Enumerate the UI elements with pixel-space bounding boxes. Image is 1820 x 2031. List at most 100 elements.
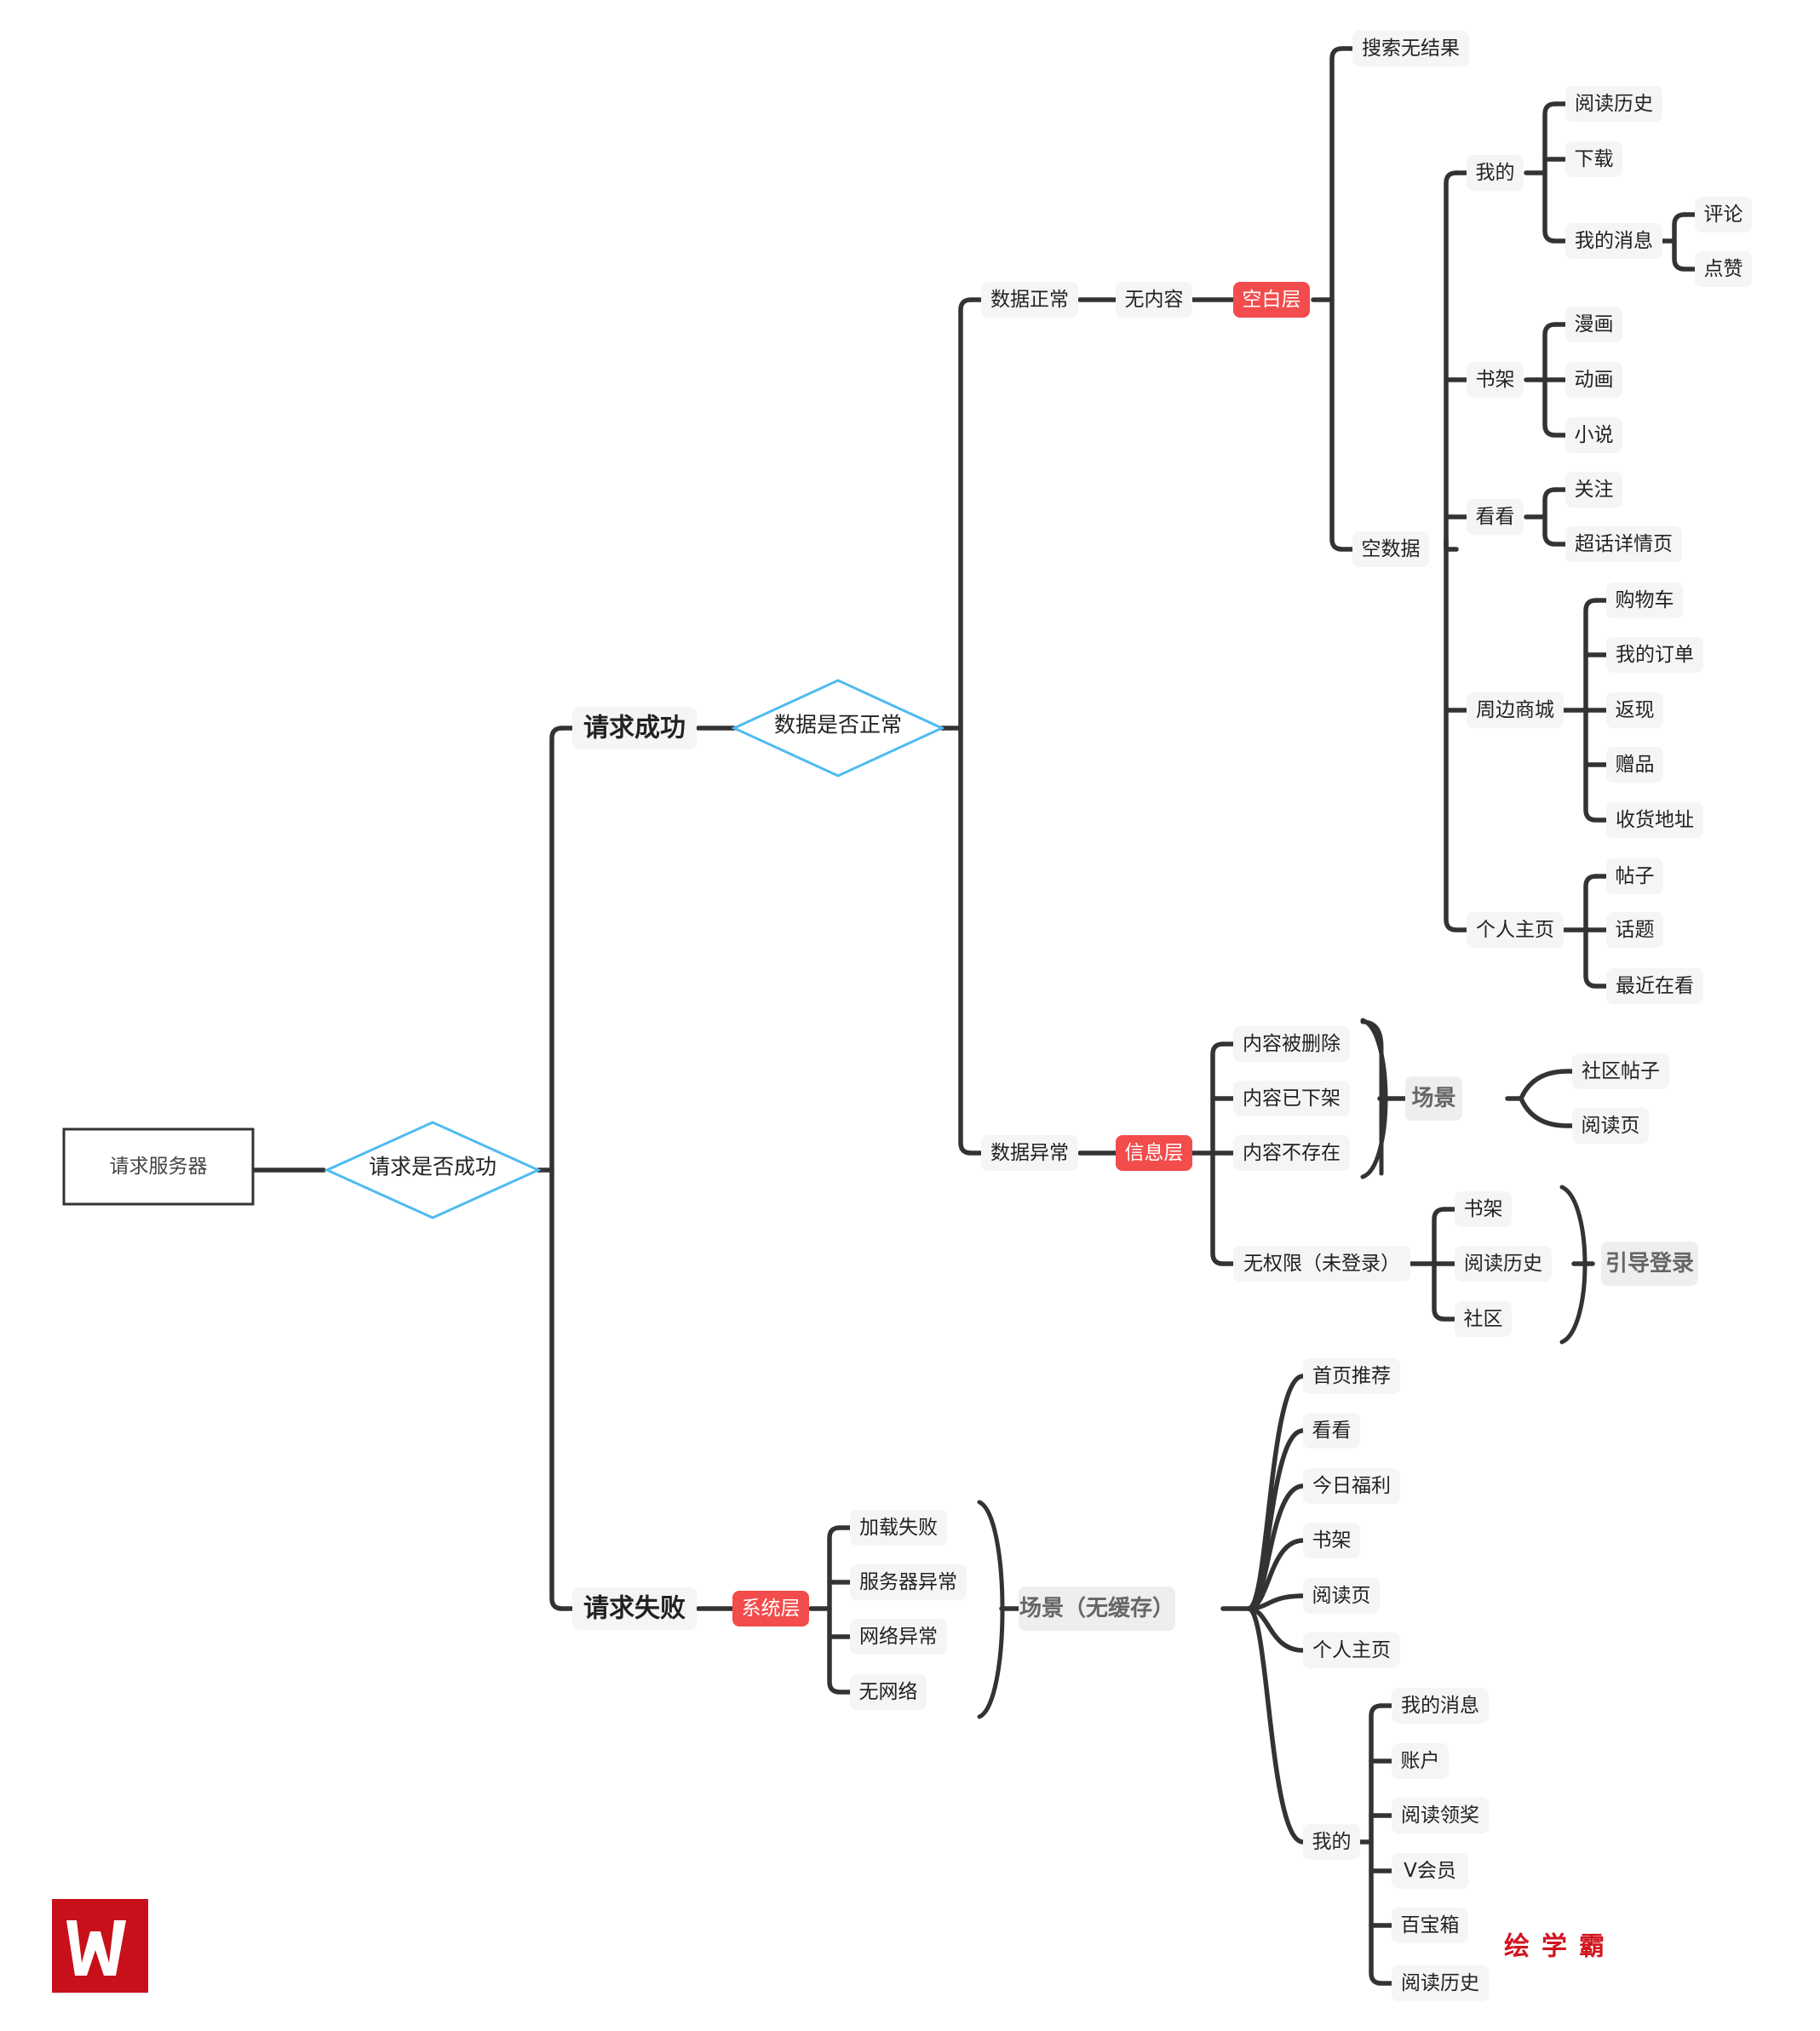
node-system-layer[interactable]: 系统层 — [732, 1591, 809, 1627]
branch-request-success-label: 请求成功 — [583, 714, 686, 743]
node-mall[interactable]: 周边商城 — [1467, 692, 1564, 728]
node-fail-mine-item[interactable]: V会员 — [1392, 1853, 1468, 1889]
node-permission-item[interactable]: 社区 — [1455, 1301, 1512, 1337]
node-message-child[interactable]: 评论 — [1695, 197, 1752, 232]
node-mall-item-label: 购物车 — [1616, 589, 1674, 611]
node-fail-scene-item-label: 我的 — [1312, 1831, 1352, 1853]
node-fail-scene-item[interactable]: 看看 — [1303, 1413, 1360, 1449]
node-look-item-label: 关注 — [1575, 479, 1614, 501]
node-profile-item-label: 话题 — [1616, 919, 1655, 941]
node-mine-item-label: 我的消息 — [1575, 230, 1653, 252]
root-label: 请求服务器 — [110, 1156, 208, 1178]
node-shelf-item[interactable]: 漫画 — [1565, 307, 1622, 342]
node-shelf-item[interactable]: 小说 — [1565, 417, 1622, 453]
node-fail-scene-item[interactable]: 今日福利 — [1303, 1468, 1400, 1504]
node-profile-item-label: 帖子 — [1616, 865, 1655, 887]
node-look[interactable]: 看看 — [1467, 499, 1524, 535]
node-fail-scene-item-label: 今日福利 — [1312, 1475, 1391, 1497]
node-fail-mine-item[interactable]: 我的消息 — [1392, 1688, 1489, 1724]
edge-data-trunk — [958, 297, 984, 1156]
node-look-item[interactable]: 关注 — [1565, 472, 1622, 508]
node-search-no-result[interactable]: 搜索无结果 — [1352, 31, 1469, 66]
branch-request-success[interactable]: 请求成功 — [572, 707, 697, 749]
node-mall-item[interactable]: 收货地址 — [1606, 802, 1703, 838]
node-mall-item[interactable]: 返现 — [1606, 692, 1663, 728]
node-abnormal-item-label: 内容被删除 — [1243, 1033, 1341, 1055]
node-abnormal-item[interactable]: 内容不存在 — [1233, 1135, 1350, 1171]
node-fail-mine-item-label: 我的消息 — [1401, 1695, 1479, 1717]
node-fail-scene-item[interactable]: 我的 — [1303, 1824, 1360, 1860]
node-abnormal-item[interactable]: 内容已下架 — [1233, 1081, 1350, 1116]
node-fail-item[interactable]: 服务器异常 — [850, 1564, 967, 1600]
node-info-layer[interactable]: 信息层 — [1116, 1135, 1192, 1171]
node-fail-scene-item[interactable]: 书架 — [1303, 1523, 1360, 1558]
node-no-permission-label: 无权限（未登录） — [1243, 1253, 1400, 1275]
node-fail-mine-item[interactable]: 百宝箱 — [1392, 1908, 1468, 1943]
node-abnormal-item[interactable]: 内容被删除 — [1233, 1026, 1350, 1062]
node-mine-item-label: 下载 — [1575, 148, 1614, 170]
node-blank-layer-label: 空白层 — [1243, 289, 1301, 311]
node-mine-item[interactable]: 阅读历史 — [1565, 86, 1662, 122]
node-mine-item[interactable]: 我的消息 — [1565, 223, 1662, 259]
node-mall-item[interactable]: 赠品 — [1606, 747, 1663, 783]
node-shelf-label: 书架 — [1476, 369, 1515, 391]
summary-brackets — [977, 1018, 1587, 1719]
node-scene-no-cache-label: 场景（无缓存） — [1019, 1595, 1174, 1621]
node-shelf-item-label: 动画 — [1575, 369, 1614, 391]
edge-blank-trunk — [1329, 46, 1355, 552]
node-abnormal-item-label: 内容不存在 — [1243, 1142, 1341, 1164]
node-blank-layer[interactable]: 空白层 — [1233, 282, 1310, 318]
node-data-abnormal[interactable]: 数据异常 — [981, 1135, 1078, 1171]
node-fail-scene-item-label: 个人主页 — [1312, 1639, 1391, 1661]
root-node[interactable]: 请求服务器 — [62, 1127, 255, 1206]
node-scene-item-label: 阅读页 — [1582, 1115, 1640, 1137]
node-empty-data[interactable]: 空数据 — [1352, 531, 1429, 567]
node-mall-item[interactable]: 购物车 — [1606, 582, 1683, 618]
node-fail-mine-item[interactable]: 阅读领奖 — [1392, 1798, 1489, 1833]
node-scene-item-label: 社区帖子 — [1582, 1060, 1660, 1082]
node-scene[interactable]: 场景 — [1405, 1076, 1462, 1121]
node-scene-no-cache[interactable]: 场景（无缓存） — [1019, 1586, 1175, 1631]
node-shelf-item[interactable]: 动画 — [1565, 362, 1622, 398]
node-fail-item[interactable]: 无网络 — [850, 1674, 927, 1710]
node-fail-scene-item[interactable]: 个人主页 — [1303, 1632, 1400, 1668]
node-shelf-item-label: 小说 — [1575, 424, 1614, 446]
node-no-content[interactable]: 无内容 — [1116, 282, 1192, 318]
node-shelf[interactable]: 书架 — [1467, 362, 1524, 398]
node-message-child[interactable]: 点赞 — [1695, 251, 1752, 287]
node-fail-scene-item[interactable]: 阅读页 — [1303, 1578, 1380, 1614]
node-profile-item[interactable]: 话题 — [1606, 912, 1663, 948]
node-fail-scene-item[interactable]: 首页推荐 — [1303, 1358, 1400, 1394]
node-scene-item[interactable]: 阅读页 — [1572, 1108, 1649, 1144]
node-fail-item-label: 服务器异常 — [859, 1571, 957, 1593]
node-mall-item-label: 我的订单 — [1616, 644, 1694, 666]
node-profile[interactable]: 个人主页 — [1467, 912, 1564, 948]
node-mall-item[interactable]: 我的订单 — [1606, 637, 1703, 673]
node-guide-login[interactable]: 引导登录 — [1601, 1242, 1698, 1286]
node-scene-label: 场景 — [1411, 1086, 1455, 1111]
node-look-item-label: 超话详情页 — [1575, 533, 1673, 555]
node-fail-mine-item[interactable]: 账户 — [1392, 1743, 1449, 1779]
decision-data-ok[interactable]: 数据是否正常 — [731, 679, 945, 777]
node-look-item[interactable]: 超话详情页 — [1565, 526, 1682, 562]
node-mine[interactable]: 我的 — [1467, 155, 1524, 191]
node-look-label: 看看 — [1476, 506, 1515, 528]
node-no-permission[interactable]: 无权限（未登录） — [1233, 1246, 1410, 1282]
node-fail-item[interactable]: 网络异常 — [850, 1619, 947, 1655]
node-data-normal[interactable]: 数据正常 — [981, 282, 1078, 318]
node-permission-item[interactable]: 阅读历史 — [1455, 1246, 1552, 1282]
node-fail-item[interactable]: 加载失败 — [850, 1510, 947, 1546]
bracket-fail — [977, 1500, 1005, 1719]
node-profile-item[interactable]: 帖子 — [1606, 858, 1663, 894]
node-scene-item[interactable]: 社区帖子 — [1572, 1053, 1669, 1089]
node-search-no-result-label: 搜索无结果 — [1362, 37, 1460, 60]
node-mine-label: 我的 — [1476, 162, 1515, 184]
decision-request-success[interactable]: 请求是否成功 — [324, 1121, 542, 1219]
node-fail-mine-item[interactable]: 阅读历史 — [1392, 1965, 1489, 2001]
node-mine-item[interactable]: 下载 — [1565, 141, 1622, 177]
node-permission-item[interactable]: 书架 — [1455, 1191, 1512, 1227]
node-profile-item[interactable]: 最近在看 — [1606, 968, 1703, 1004]
node-fail-scene-item-label: 书架 — [1312, 1529, 1352, 1552]
node-mine-item-label: 阅读历史 — [1575, 93, 1653, 115]
branch-request-fail[interactable]: 请求失败 — [572, 1587, 697, 1630]
